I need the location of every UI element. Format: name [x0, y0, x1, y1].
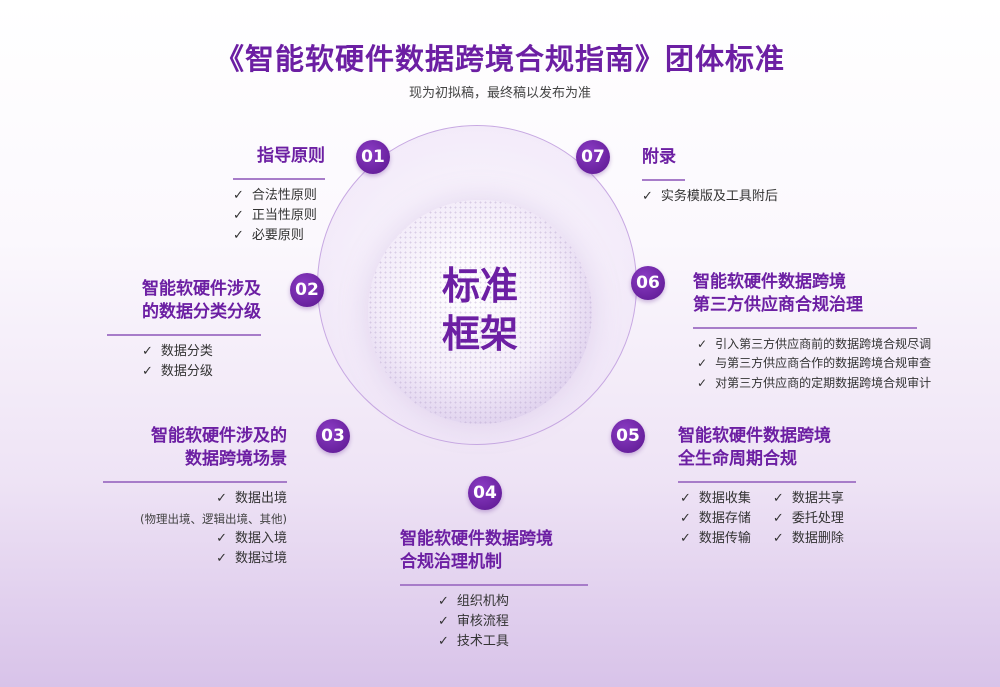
page-subtitle: 现为初拟稿，最终稿以发布为准 — [408, 86, 591, 101]
list-item: 实务模版及工具附后 — [660, 188, 778, 204]
check-icon: ✓ — [142, 343, 153, 359]
section-title: 智能软硬件涉及 — [142, 279, 261, 299]
list-item: 组织机构 — [456, 593, 509, 609]
check-icon: ✓ — [142, 363, 153, 379]
list-item: 数据共享 — [791, 490, 844, 506]
badge-04: 04 — [468, 476, 502, 510]
check-icon: ✓ — [216, 530, 227, 546]
list-item: 数据入境 — [234, 530, 287, 546]
check-icon: ✓ — [216, 490, 227, 506]
check-icon: ✓ — [438, 613, 449, 629]
divider — [103, 481, 287, 483]
list-item: 数据过境 — [234, 550, 287, 566]
section-data-classification: 智能软硬件涉及 的数据分类分级 ✓ 数据分类 ✓ 数据分级 — [107, 278, 261, 382]
check-icon: ✓ — [438, 593, 449, 609]
check-icon: ✓ — [772, 530, 784, 546]
list-item: 数据分类 — [160, 343, 213, 359]
list-item: 数据分级 — [160, 363, 213, 379]
section-guiding-principles: 指导原则 ✓ 合法性原则 ✓ 正当性原则 ✓ 必要原则 — [233, 145, 325, 246]
check-icon: ✓ — [772, 490, 784, 506]
list-item: 与第三方供应商合作的数据跨境合规审查 — [715, 356, 932, 370]
check-icon: ✓ — [216, 550, 227, 566]
badge-06: 06 — [631, 266, 665, 300]
section-lifecycle-compliance: 智能软硬件数据跨境 全生命周期合规 ✓ 数据收集 ✓ 数据存储 ✓ 数据传输 ✓ 数据共… — [678, 425, 856, 549]
section-title: 智能软硬件数据跨境 — [678, 426, 831, 446]
page-title: 《智能软硬件数据跨境合规指南》团体标准 — [214, 42, 785, 76]
center-label-line: 标准 — [441, 264, 518, 308]
list-item: 引入第三方供应商前的数据跨境合规尽调 — [715, 336, 932, 351]
section-title: 智能软硬件数据跨境 — [693, 272, 846, 292]
section-title: 全生命周期合规 — [678, 449, 797, 469]
section-title: 附录 — [642, 147, 676, 167]
check-icon: ✓ — [680, 490, 691, 506]
list-item: 对第三方供应商的定期数据跨境合规审计 — [715, 375, 932, 390]
center-label: 标准 框架 — [400, 262, 560, 358]
divider — [233, 178, 325, 180]
divider — [107, 334, 261, 336]
list-item: 必要原则 — [251, 227, 304, 243]
badge-03: 03 — [316, 419, 350, 453]
check-icon: ✓ — [233, 187, 244, 203]
list-item: 审核流程 — [456, 613, 509, 629]
check-icon: ✓ — [697, 336, 708, 351]
section-title: 的数据分类分级 — [142, 302, 261, 322]
check-icon: ✓ — [697, 375, 708, 390]
list-item: 数据传输 — [698, 530, 751, 546]
check-icon: ✓ — [772, 510, 784, 526]
check-icon: ✓ — [233, 207, 244, 223]
badge-01: 01 — [356, 140, 390, 174]
list-item: 正当性原则 — [251, 207, 317, 223]
section-title: 第三方供应商合规治理 — [693, 295, 863, 315]
check-icon: ✓ — [642, 188, 653, 204]
list-item-note: (物理出境、逻辑出境、其他) — [140, 511, 287, 526]
badge-02: 02 — [290, 273, 324, 307]
section-title: 智能软硬件涉及的 — [151, 426, 287, 446]
list-item: 数据存储 — [698, 510, 751, 526]
list-item: 技术工具 — [456, 633, 509, 649]
center-label-line: 框架 — [441, 312, 518, 356]
divider — [678, 481, 856, 483]
check-icon: ✓ — [680, 510, 691, 526]
check-icon: ✓ — [697, 356, 708, 370]
section-title: 合规治理机制 — [400, 552, 502, 572]
badge-07: 07 — [576, 140, 610, 174]
section-third-party-governance: 智能软硬件数据跨境 第三方供应商合规治理 ✓ 引入第三方供应商前的数据跨境合规尽调… — [693, 271, 931, 393]
divider — [693, 327, 917, 329]
list-item: 数据删除 — [791, 530, 844, 546]
section-governance-mechanism: 智能软硬件数据跨境 合规治理机制 ✓ 组织机构 ✓ 审核流程 ✓ 技术工具 — [400, 528, 588, 652]
list-item: 委托处理 — [791, 510, 844, 526]
divider — [400, 584, 588, 586]
divider — [642, 179, 685, 181]
list-item: 数据收集 — [698, 490, 751, 506]
list-item: 合法性原则 — [251, 187, 317, 203]
section-title: 智能软硬件数据跨境 — [400, 529, 553, 549]
section-title: 指导原则 — [257, 146, 325, 166]
check-icon: ✓ — [680, 530, 691, 546]
section-title: 数据跨境场景 — [185, 449, 287, 469]
check-icon: ✓ — [438, 633, 449, 649]
list-item: 数据出境 — [234, 490, 287, 506]
section-appendix: 附录 ✓ 实务模版及工具附后 — [642, 146, 842, 207]
globe-icon — [368, 200, 592, 424]
check-icon: ✓ — [233, 227, 244, 243]
section-cross-border-scenarios: 智能软硬件涉及的 数据跨境场景 ✓ 数据出境 (物理出境、逻辑出境、其他) ✓ 数据… — [103, 425, 287, 569]
badge-05: 05 — [611, 419, 645, 453]
